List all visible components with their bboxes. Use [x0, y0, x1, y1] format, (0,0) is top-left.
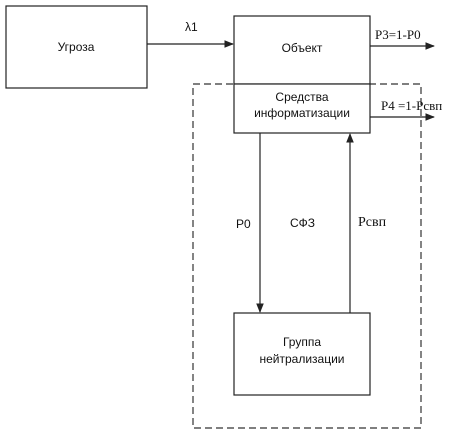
- it-tools-label-line2: информатизации: [254, 106, 350, 120]
- p3-label: P3=1-P0: [375, 27, 421, 42]
- neutralization-box: [233, 312, 371, 396]
- threat-label: Угроза: [58, 40, 95, 54]
- object-box: [233, 15, 371, 85]
- psvp-label: Pсвп: [358, 215, 387, 230]
- sfz-label: СФЗ: [290, 216, 315, 230]
- neutralization-label-line1: Группа: [283, 335, 321, 349]
- threat-box: [5, 5, 148, 89]
- neutralization-label-line2: нейтрализации: [259, 352, 344, 366]
- it-tools-label-line1: Средства: [275, 90, 328, 104]
- p0-label: P0: [236, 217, 251, 231]
- p4-label: P4 =1-Pсвп: [381, 98, 442, 113]
- lambda-label: λ1: [185, 20, 198, 34]
- object-label: Объект: [282, 41, 323, 55]
- it-tools-box: [233, 83, 371, 134]
